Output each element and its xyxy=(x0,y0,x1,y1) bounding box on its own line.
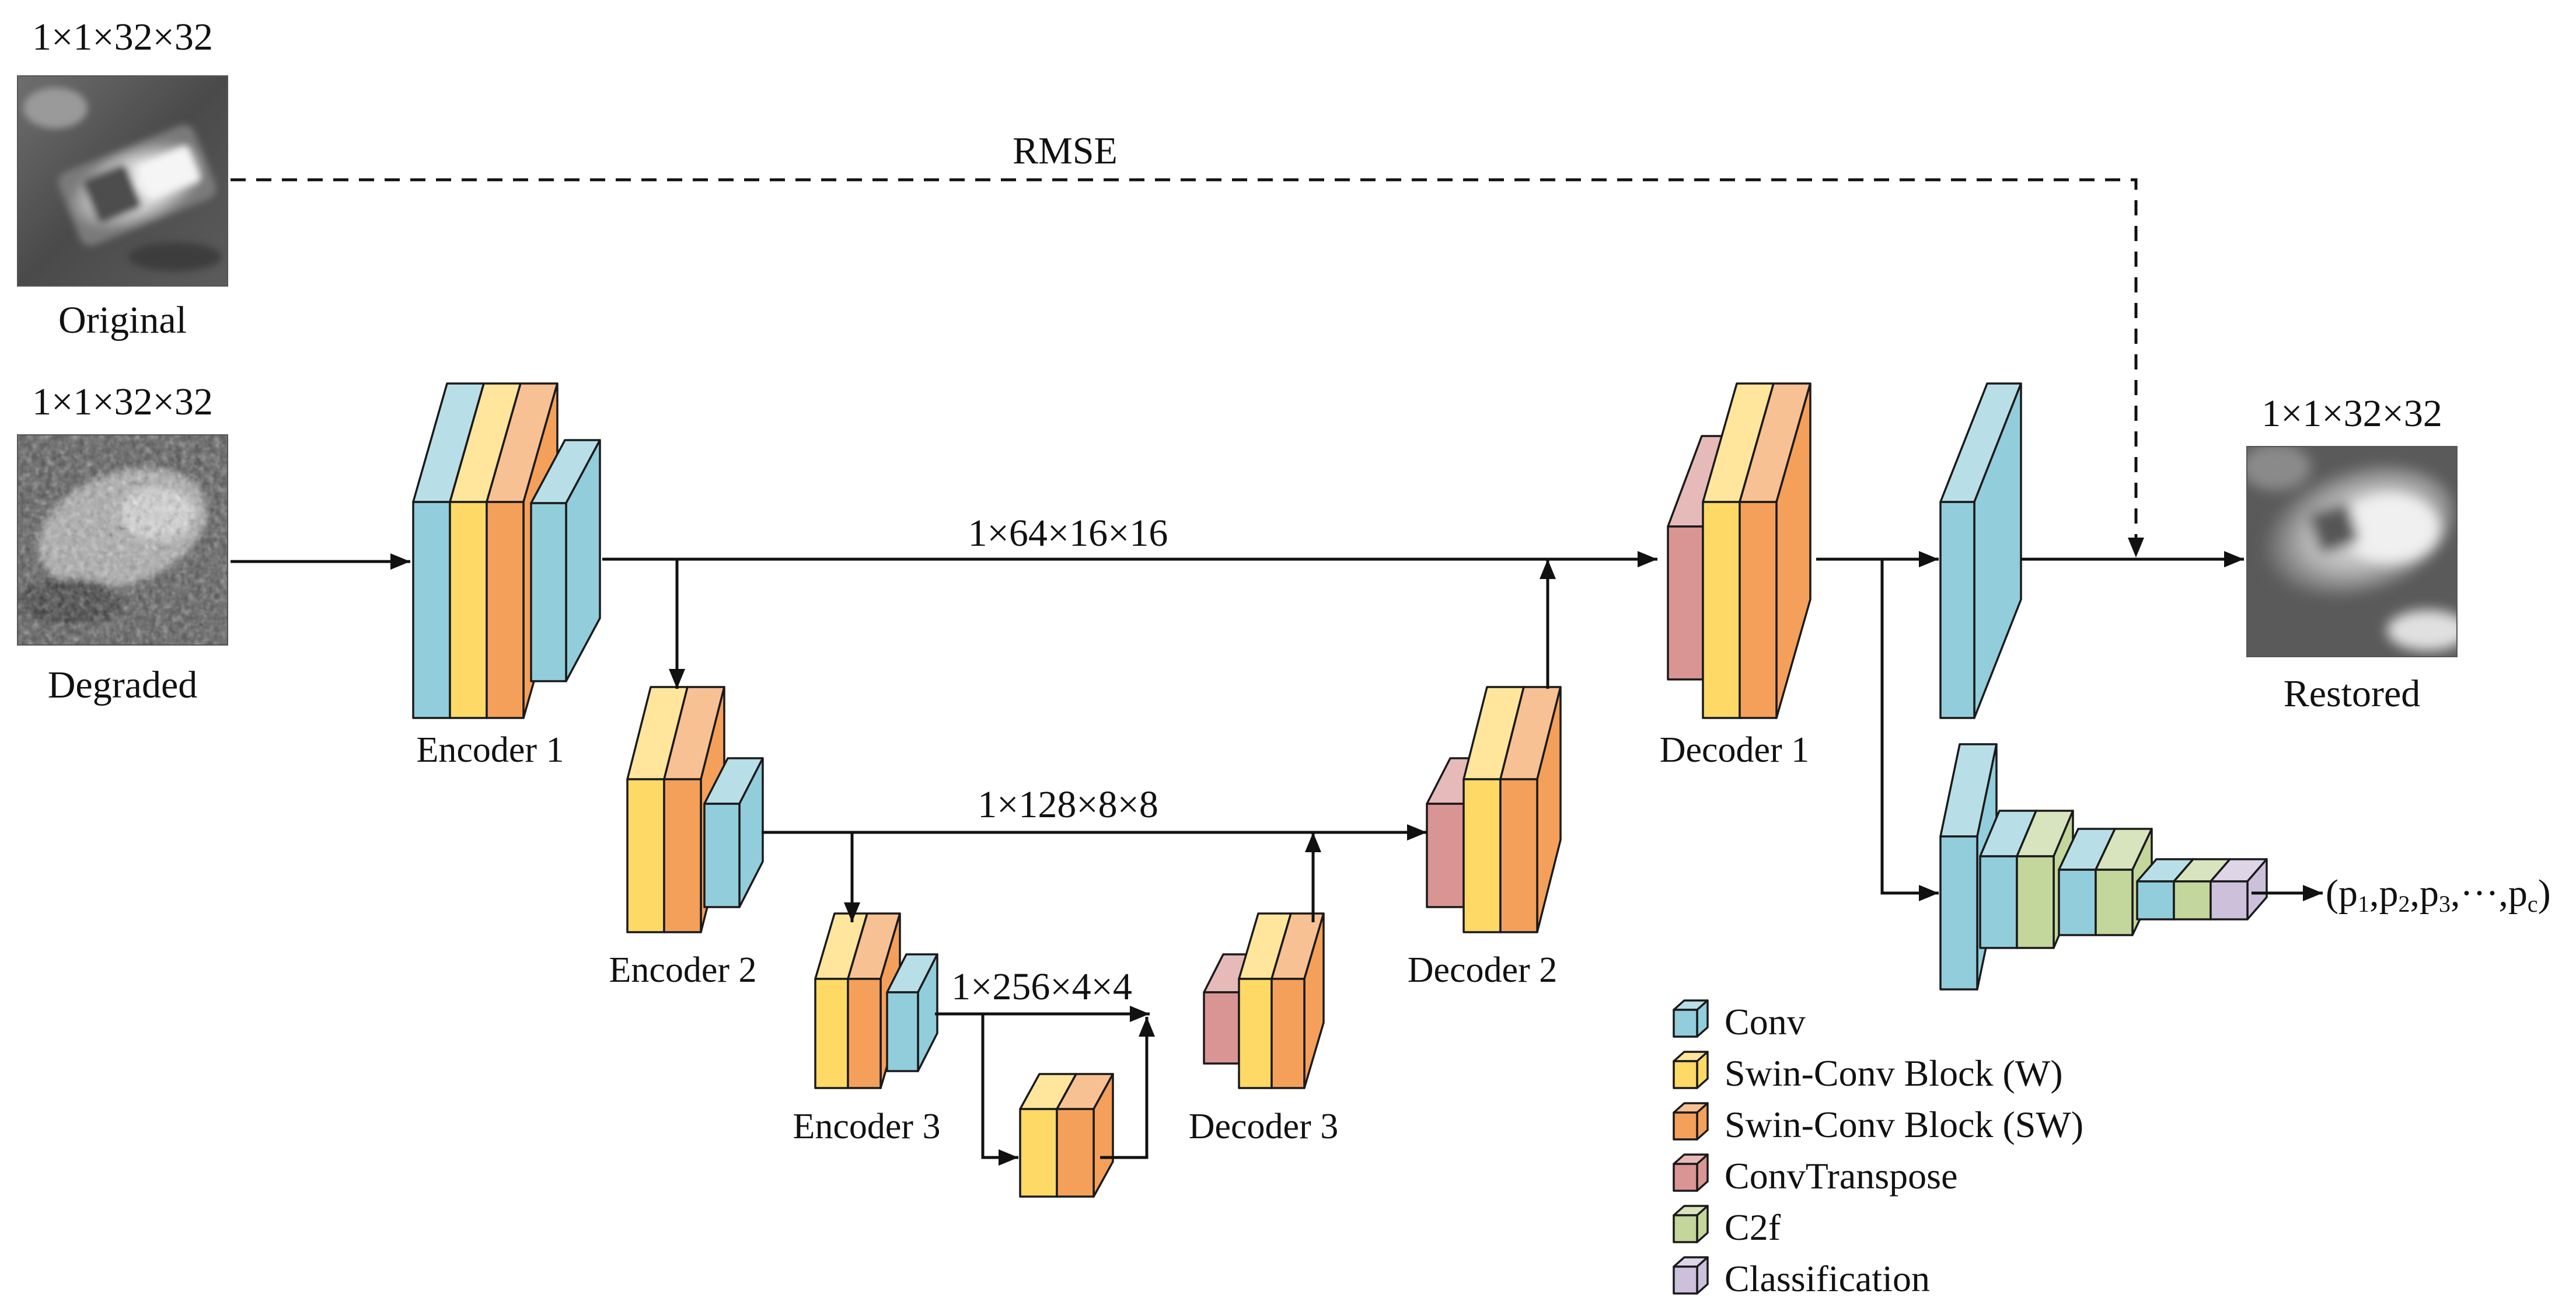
encoder2-label: Encoder 2 xyxy=(609,950,756,990)
cls-classification-block xyxy=(2210,858,2268,921)
encoder1-conv-out-block xyxy=(530,439,601,682)
decoder1-label: Decoder 1 xyxy=(1660,730,1809,770)
skip2-shape-label: 1×128×8×8 xyxy=(978,783,1158,826)
classification-output-label: (p1,p2,p3,···,pc) xyxy=(2326,872,2551,917)
bottleneck-to-decoder3-edge xyxy=(1100,1017,1155,1159)
legend-label-classification: Classification xyxy=(1725,1258,1930,1299)
restored-caption: Restored xyxy=(2284,672,2421,715)
legend-label-convtranspose: ConvTranspose xyxy=(1725,1155,1957,1197)
legend-label-conv: Conv xyxy=(1725,1001,1806,1042)
legend-swatch-c2f xyxy=(1673,1205,1709,1243)
labels: 1×1×32×32 Original 1×1×32×32 Degraded 1×… xyxy=(32,16,2551,1146)
bottleneck-swin-sw-block xyxy=(1056,1073,1114,1198)
encoder2-conv-out-block xyxy=(703,757,764,908)
legend-swatch-swin_w xyxy=(1673,1051,1709,1089)
legend-item-swin_w: Swin-Conv Block (W) xyxy=(1673,1051,2063,1094)
legend-swatch-classification xyxy=(1673,1256,1709,1295)
legend-item-c2f: C2f xyxy=(1673,1205,1781,1248)
restored-image xyxy=(2246,446,2458,657)
restore-conv-block xyxy=(1939,382,2022,719)
restored-shape-label: 1×1×32×32 xyxy=(2261,392,2442,435)
decoder1-to-classifier-edge xyxy=(1880,559,1939,901)
encoder3-label: Encoder 3 xyxy=(793,1107,940,1146)
legend-label-swin_w: Swin-Conv Block (W) xyxy=(1725,1052,2063,1094)
edges xyxy=(231,178,2323,1166)
decoder1-swin-sw-block xyxy=(1739,382,1811,719)
rmse-dashed-edge xyxy=(231,178,2144,557)
original-image xyxy=(17,75,228,287)
legend-swatch-swin_sw xyxy=(1673,1102,1709,1141)
rmse-label: RMSE xyxy=(1013,130,1118,172)
legend-swatch-convtranspose xyxy=(1673,1153,1709,1192)
degraded-caption: Degraded xyxy=(48,664,198,706)
decoder3-label: Decoder 3 xyxy=(1189,1107,1338,1146)
legend-item-conv: Conv xyxy=(1673,999,1806,1042)
legend-swatch-conv xyxy=(1673,999,1709,1038)
legend-label-swin_sw: Swin-Conv Block (SW) xyxy=(1725,1104,2083,1145)
decoder2-swin-sw-block xyxy=(1499,686,1562,933)
decoder2-label: Decoder 2 xyxy=(1408,950,1557,990)
encoder1-label: Encoder 1 xyxy=(416,730,564,770)
decoder3-swin-sw-block xyxy=(1270,912,1325,1089)
encoder3-conv-out-block xyxy=(886,953,938,1072)
legend-item-swin_sw: Swin-Conv Block (SW) xyxy=(1673,1102,2083,1145)
original-caption: Original xyxy=(58,299,187,341)
skip1-shape-label: 1×64×16×16 xyxy=(968,512,1168,555)
legend-item-classification: Classification xyxy=(1673,1256,1930,1299)
skip3-shape-label: 1×256×4×4 xyxy=(951,965,1132,1008)
original-shape-label: 1×1×32×32 xyxy=(32,16,213,58)
legend-item-convtranspose: ConvTranspose xyxy=(1673,1153,1957,1197)
degraded-image xyxy=(17,434,228,646)
block-stacks xyxy=(412,382,2268,1198)
degraded-shape-label: 1×1×32×32 xyxy=(32,381,213,423)
legend-label-c2f: C2f xyxy=(1725,1207,1781,1248)
encoder3-to-bottleneck-edge xyxy=(981,1014,1018,1166)
